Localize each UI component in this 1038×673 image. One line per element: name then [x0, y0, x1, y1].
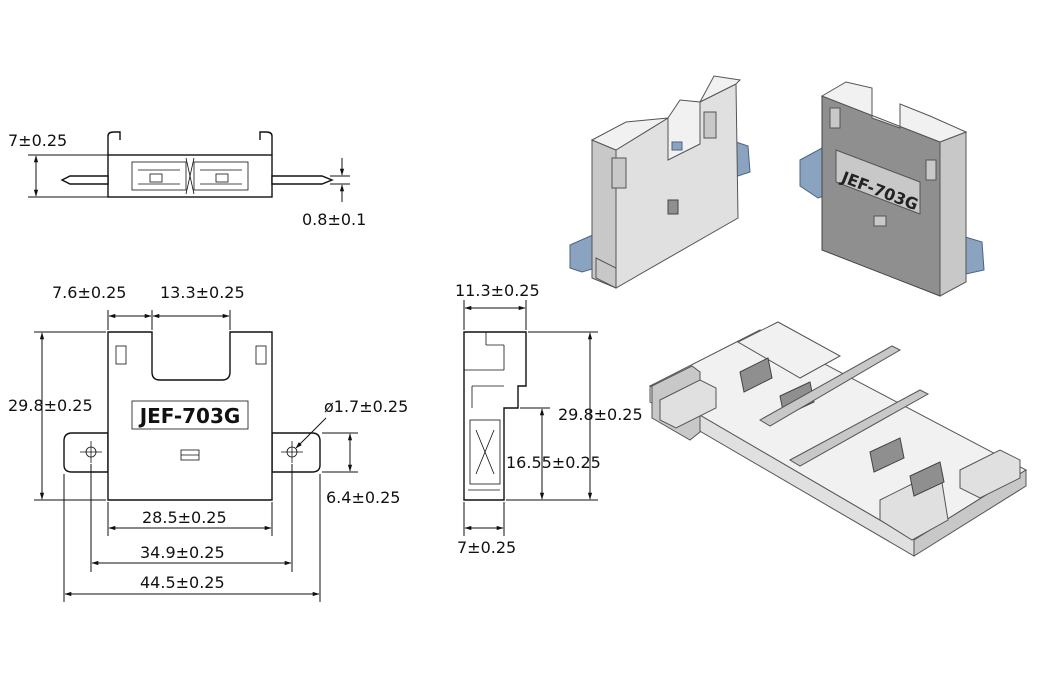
side-height-dim-label: 29.8±0.25: [558, 405, 643, 424]
iso3-clip-3: [869, 437, 905, 473]
iso-open-holder: [648, 321, 1028, 557]
top-view-inner-right: [193, 161, 249, 191]
iso1-small-window: [667, 199, 679, 215]
iso3-center-rib-2: [788, 389, 930, 467]
top-view-left-hook: [107, 131, 121, 155]
overall-width-dim-label: 44.5±0.25: [140, 573, 225, 592]
terminal-thickness-dim-label: 0.8±0.1: [302, 210, 366, 229]
side-inner-detail: [469, 419, 501, 485]
top-view-left-terminal: [60, 175, 109, 185]
hole-diameter-dim-label: ø1.7±0.25: [324, 397, 408, 416]
iso3-right-end: [959, 449, 1021, 499]
iso2-right-window: [925, 159, 937, 181]
front-left-offset-dim-label: 7.6±0.25: [52, 283, 126, 302]
iso1-inner-contact: [671, 141, 683, 151]
iso1-right-window: [703, 111, 717, 139]
front-right-tab: [271, 432, 321, 473]
top-height-dim-label: 7±0.25: [8, 131, 67, 150]
front-marking-plate: [131, 400, 249, 430]
front-part-marking: JEF-703G: [138, 404, 241, 428]
front-body: [107, 331, 273, 501]
front-left-window: [115, 345, 127, 365]
iso3-clip-1: [739, 357, 773, 393]
iso-back-holder: JEF-703G: [799, 81, 985, 297]
side-lower-height-dim-label: 16.55±0.25: [506, 453, 601, 472]
side-body: [463, 331, 527, 501]
iso2-side-face: [939, 131, 967, 297]
iso3-upper-rail: [736, 321, 842, 379]
top-view-inner-left: [131, 161, 187, 191]
top-view: 7±0.25 0.8±0.1: [8, 131, 366, 229]
side-top-width-dim-label: 11.3±0.25: [455, 281, 540, 300]
side-bottom-width-dim-label: 7±0.25: [457, 538, 516, 557]
iso2-small-window: [873, 215, 887, 227]
front-view: JEF-703G 7.6±0.25 13.3±0.25 29.8±0.25 ø1…: [8, 283, 408, 602]
hole-pitch-dim-label: 34.9±0.25: [140, 543, 225, 562]
front-right-window: [255, 345, 267, 365]
iso1-left-window: [611, 157, 627, 189]
iso2-marking-plate: [835, 149, 921, 215]
iso2-top-face: [820, 81, 968, 143]
iso3-center-rib: [759, 345, 902, 427]
side-view: 11.3±0.25 29.8±0.25 16.55±0.25 7±0.25: [455, 281, 643, 557]
iso-front-holder: [569, 75, 751, 289]
front-slot-width-dim-label: 13.3±0.25: [160, 283, 245, 302]
body-width-dim-label: 28.5±0.25: [142, 508, 227, 527]
top-view-right-terminal: [271, 175, 334, 185]
iso1-top-right: [698, 75, 742, 104]
iso3-left-end: [659, 379, 717, 429]
iso3-clip-4: [909, 461, 945, 497]
tab-height-dim-label: 6.4±0.25: [326, 488, 400, 507]
front-height-dim-label: 29.8±0.25: [8, 396, 93, 415]
top-view-right-hook: [259, 131, 273, 155]
iso2-left-window: [829, 107, 841, 129]
